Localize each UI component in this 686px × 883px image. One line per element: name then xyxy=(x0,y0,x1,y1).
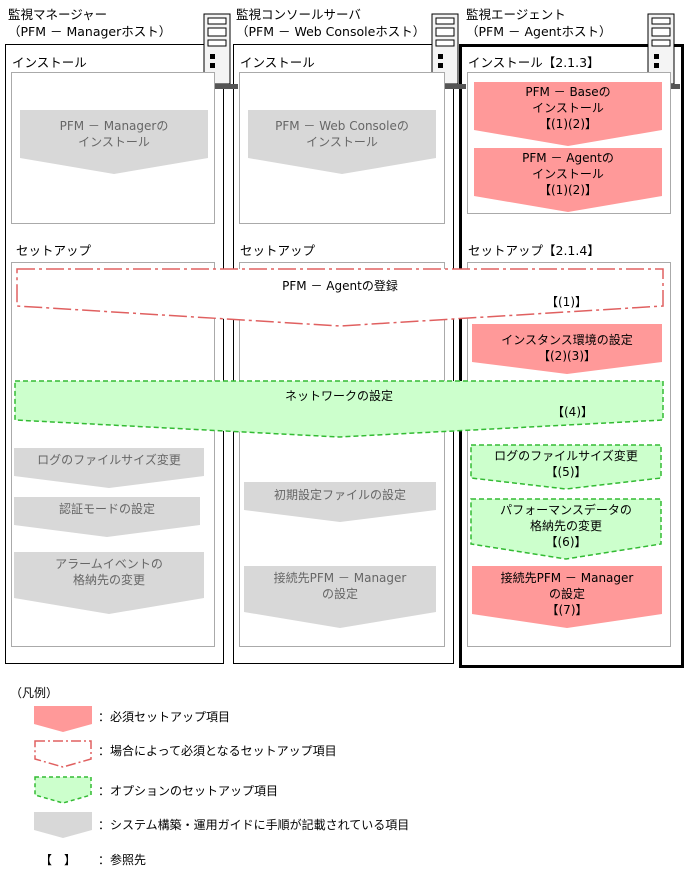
agent-base-install-step: PFM － Baseの インストール 【(1)(2)】 xyxy=(474,82,662,146)
legend-conditional-text: ：場合によって必須となるセットアップ項目 xyxy=(98,744,337,758)
agent-perf-data-step: パフォーマンスデータの 格納先の変更 【(6)】 xyxy=(470,498,662,560)
manager-header: 監視マネージャー （PFM － Managerホスト） xyxy=(8,6,171,40)
manager-log-size-step: ログのファイルサイズ変更 xyxy=(14,448,204,488)
console-header: 監視コンソールサーバ （PFM － Web Consoleホスト） xyxy=(236,6,425,40)
agent-subtitle: （PFM － Agentホスト） xyxy=(466,24,612,39)
console-setup-label: セットアップ xyxy=(240,243,316,258)
legend-required-swatch xyxy=(34,706,92,732)
legend-title: （凡例） xyxy=(10,686,59,700)
legend-guide-text: ：システム構築・運用ガイドに手順が記載されている項目 xyxy=(98,818,410,832)
manager-install-step: PFM － Managerの インストール xyxy=(20,110,208,174)
legend-optional-swatch xyxy=(34,776,92,804)
console-title: 監視コンソールサーバ xyxy=(236,7,361,22)
agent-instance-step: インスタンス環境の設定 【(2)(3)】 xyxy=(472,324,662,374)
legend-ref-symbol: 【 】 xyxy=(40,853,77,867)
legend-required-text: ：必須セットアップ項目 xyxy=(98,710,231,724)
manager-subtitle: （PFM － Managerホスト） xyxy=(8,24,172,39)
legend-ref-text: ：参照先 xyxy=(98,853,147,867)
agent-install-label: インストール【2.1.3】 xyxy=(468,55,600,70)
manager-alarm-step: アラームイベントの 格納先の変更 xyxy=(14,552,204,614)
agent-connect-step: 接続先PFM － Manager の設定 【(7)】 xyxy=(472,566,662,628)
legend-conditional-swatch xyxy=(34,740,92,768)
agent-title: 監視エージェント xyxy=(466,7,566,22)
console-subtitle: （PFM － Web Consoleホスト） xyxy=(236,24,426,39)
console-init-file-step: 初期設定ファイルの設定 xyxy=(244,482,436,522)
legend-guide-swatch xyxy=(34,812,92,838)
agent-header: 監視エージェント （PFM － Agentホスト） xyxy=(466,6,611,40)
agent-agent-install-step: PFM － Agentの インストール 【(1)(2)】 xyxy=(474,148,662,212)
console-connect-step: 接続先PFM － Manager の設定 xyxy=(244,566,436,628)
manager-setup-label: セットアップ xyxy=(16,243,92,258)
agent-log-size-step: ログのファイルサイズ変更 【(5)】 xyxy=(470,444,662,490)
agent-registration-step: PFM － Agentの登録 【(1)】 xyxy=(16,268,664,328)
manager-install-label: インストール xyxy=(12,55,87,70)
agent-setup-label: セットアップ【2.1.4】 xyxy=(468,243,600,258)
manager-title: 監視マネージャー xyxy=(8,7,108,22)
legend-optional-text: ：オプションのセットアップ項目 xyxy=(98,784,279,798)
console-install-label: インストール xyxy=(240,55,315,70)
manager-auth-mode-step: 認証モードの設定 xyxy=(14,497,200,537)
network-step: ネットワークの設定 【(4)】 xyxy=(14,380,664,438)
console-install-step: PFM － Web Consoleの インストール xyxy=(248,110,436,174)
